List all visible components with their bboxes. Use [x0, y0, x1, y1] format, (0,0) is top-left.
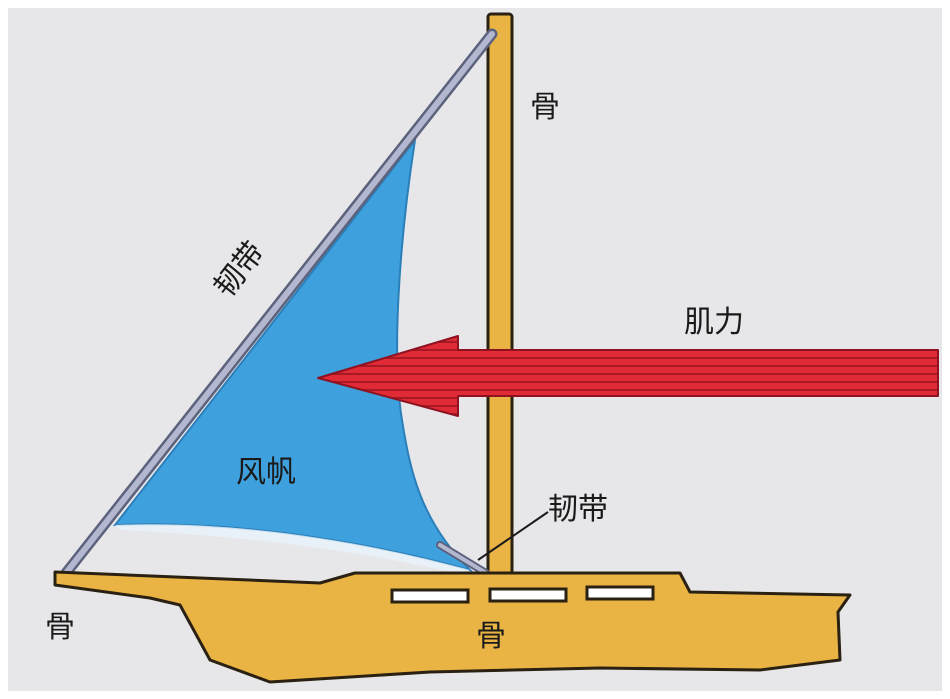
mast-bone-label: 骨: [530, 90, 560, 125]
sail-label: 风帆: [236, 455, 296, 490]
lower-ligament-rope: [438, 543, 488, 575]
lower-ligament-label: 韧带: [548, 492, 608, 527]
lower-ligament-leader: [477, 511, 549, 561]
porthole: [390, 588, 470, 604]
muscle-force-arrow: [317, 335, 939, 417]
boom-bone-label: 骨: [45, 610, 75, 645]
porthole: [585, 585, 655, 601]
forestay-rope: [63, 31, 495, 576]
mast: [486, 12, 514, 591]
porthole: [488, 587, 568, 603]
hull-bone-label: 骨: [476, 619, 506, 654]
sail-shadow: [115, 524, 470, 574]
muscle-force-label: 肌力: [684, 305, 744, 340]
